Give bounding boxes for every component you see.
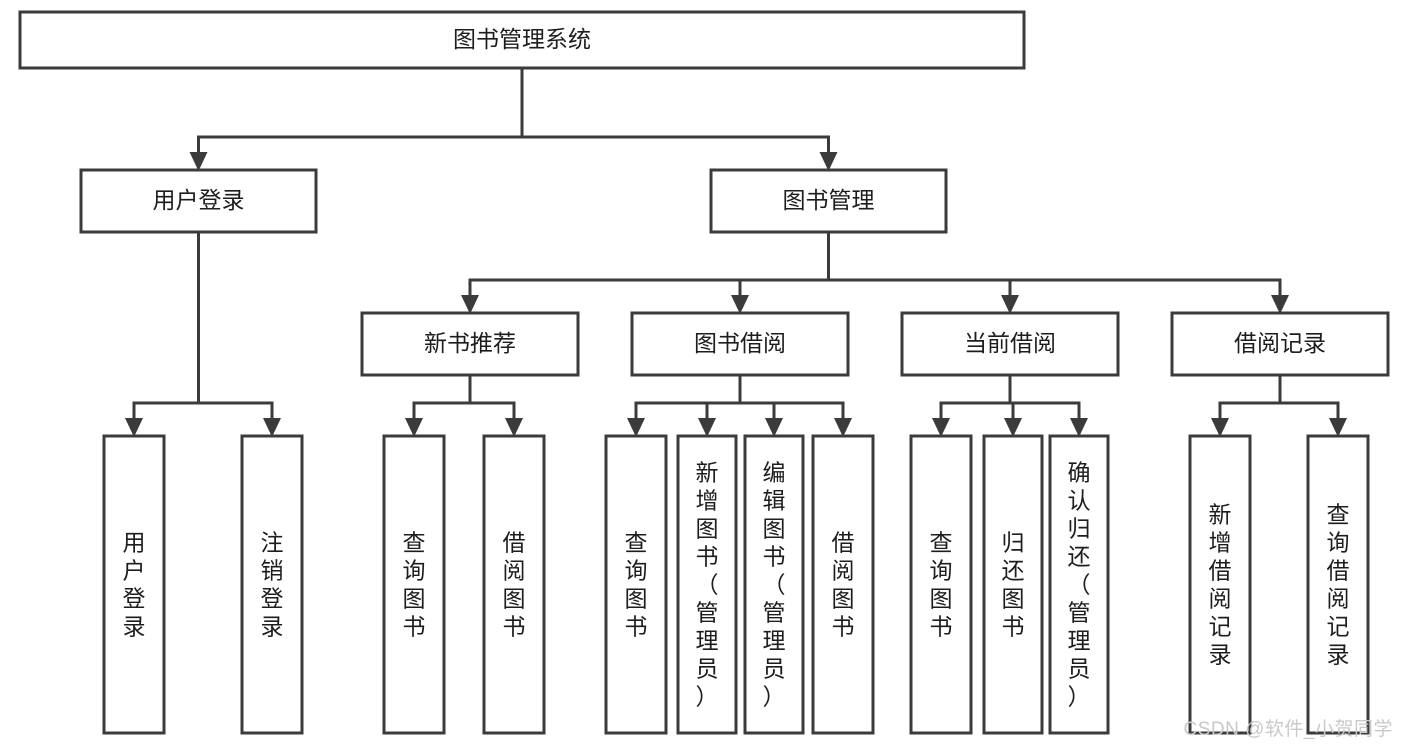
node-book-manage[interactable]: 图书管理 bbox=[709, 168, 948, 234]
arrow-head-icon bbox=[698, 418, 716, 437]
node-box bbox=[102, 434, 166, 735]
node-box bbox=[982, 434, 1044, 735]
node-leaf-return-book[interactable]: 归还图书 bbox=[982, 434, 1044, 735]
edge-group-current-borrow bbox=[932, 373, 1088, 437]
arrow-head-icon bbox=[505, 418, 523, 437]
arrow-head-icon bbox=[189, 152, 208, 171]
arrow-head-icon bbox=[1271, 295, 1289, 314]
node-borrow-record[interactable]: 借阅记录 bbox=[1170, 311, 1390, 377]
node-box bbox=[1188, 434, 1252, 735]
node-leaf-edit-book[interactable]: 编辑图书（管理员） bbox=[743, 434, 805, 735]
node-label: 新增图书（管理员） bbox=[696, 459, 719, 709]
node-label: 新增借阅记录 bbox=[1209, 501, 1232, 667]
arrow-head-icon bbox=[834, 418, 852, 437]
node-label: 查询图书 bbox=[930, 529, 953, 639]
node-box bbox=[811, 434, 875, 735]
node-leaf-query-book-3[interactable]: 查询图书 bbox=[909, 434, 973, 735]
node-box bbox=[1306, 434, 1370, 735]
node-label: 当前借阅 bbox=[964, 330, 1056, 356]
node-box bbox=[1170, 311, 1390, 377]
node-label: 借阅记录 bbox=[1234, 330, 1326, 356]
node-book-borrow[interactable]: 图书借阅 bbox=[630, 311, 850, 377]
arrow-head-icon bbox=[765, 418, 783, 437]
node-label: 编辑图书（管理员） bbox=[763, 459, 786, 709]
node-box bbox=[18, 10, 1026, 70]
node-label: 新书推荐 bbox=[424, 330, 516, 356]
node-new-book-rec[interactable]: 新书推荐 bbox=[360, 311, 580, 377]
arrow-head-icon bbox=[731, 295, 749, 314]
node-box bbox=[709, 168, 948, 234]
node-label: 注销登录 bbox=[261, 529, 284, 639]
node-label: 归还图书 bbox=[1002, 529, 1025, 639]
edge-group-root bbox=[189, 66, 838, 171]
edge-group-borrow-record bbox=[1211, 373, 1347, 437]
node-label: 查询借阅记录 bbox=[1327, 501, 1350, 667]
edge-group-book-manage bbox=[461, 230, 1289, 314]
node-label: 图书借阅 bbox=[694, 330, 786, 356]
node-current-borrow[interactable]: 当前借阅 bbox=[900, 311, 1120, 377]
node-leaf-user-login[interactable]: 用户登录 bbox=[102, 434, 166, 735]
node-user-login[interactable]: 用户登录 bbox=[79, 168, 318, 234]
arrow-head-icon bbox=[405, 418, 423, 437]
node-leaf-query-book-1[interactable]: 查询图书 bbox=[382, 434, 446, 735]
node-leaf-confirm-return[interactable]: 确认归还（管理员） bbox=[1048, 434, 1110, 735]
node-leaf-borrow-book-2[interactable]: 借阅图书 bbox=[811, 434, 875, 735]
node-label: 查询图书 bbox=[403, 529, 426, 639]
node-leaf-add-record[interactable]: 新增借阅记录 bbox=[1188, 434, 1252, 735]
node-label: 用户登录 bbox=[153, 187, 245, 213]
node-box bbox=[79, 168, 318, 234]
edge-group-book-borrow bbox=[627, 373, 852, 437]
node-box bbox=[900, 311, 1120, 377]
node-label: 图书管理 bbox=[783, 187, 875, 213]
node-box bbox=[482, 434, 546, 735]
arrow-head-icon bbox=[819, 152, 838, 171]
edge-layer bbox=[125, 66, 1347, 437]
node-box bbox=[604, 434, 668, 735]
node-leaf-logout[interactable]: 注销登录 bbox=[240, 434, 304, 735]
node-label: 借阅图书 bbox=[832, 529, 855, 639]
arrow-head-icon bbox=[1070, 418, 1088, 437]
node-leaf-query-book-2[interactable]: 查询图书 bbox=[604, 434, 668, 735]
node-layer: 图书管理系统用户登录图书管理新书推荐图书借阅当前借阅借阅记录用户登录注销登录查询… bbox=[18, 10, 1390, 735]
node-leaf-query-record[interactable]: 查询借阅记录 bbox=[1306, 434, 1370, 735]
arrow-head-icon bbox=[1211, 418, 1229, 437]
arrow-head-icon bbox=[1329, 418, 1347, 437]
arrow-head-icon bbox=[125, 418, 143, 437]
arrow-head-icon bbox=[627, 418, 645, 437]
node-leaf-borrow-book-1[interactable]: 借阅图书 bbox=[482, 434, 546, 735]
node-leaf-add-book[interactable]: 新增图书（管理员） bbox=[676, 434, 738, 735]
arrow-head-icon bbox=[1004, 418, 1022, 437]
node-label: 查询图书 bbox=[625, 529, 648, 639]
node-label: 用户登录 bbox=[123, 529, 146, 639]
node-box bbox=[630, 311, 850, 377]
arrow-head-icon bbox=[263, 418, 281, 437]
node-box bbox=[240, 434, 304, 735]
arrow-head-icon bbox=[1001, 295, 1019, 314]
edge-group-user-login bbox=[125, 230, 281, 437]
node-box bbox=[676, 434, 738, 735]
csdn-watermark: CSDN @软件_小贺同学 bbox=[1183, 719, 1393, 740]
node-box bbox=[743, 434, 805, 735]
node-label: 确认归还（管理员） bbox=[1068, 459, 1091, 709]
edge-group-new-book-rec bbox=[405, 373, 523, 437]
node-root[interactable]: 图书管理系统 bbox=[18, 10, 1026, 70]
node-box bbox=[909, 434, 973, 735]
node-label: 图书管理系统 bbox=[453, 26, 591, 52]
arrow-head-icon bbox=[932, 418, 950, 437]
node-box bbox=[360, 311, 580, 377]
node-label: 借阅图书 bbox=[503, 529, 526, 639]
arrow-head-icon bbox=[461, 295, 479, 314]
node-box bbox=[1048, 434, 1110, 735]
node-box bbox=[382, 434, 446, 735]
